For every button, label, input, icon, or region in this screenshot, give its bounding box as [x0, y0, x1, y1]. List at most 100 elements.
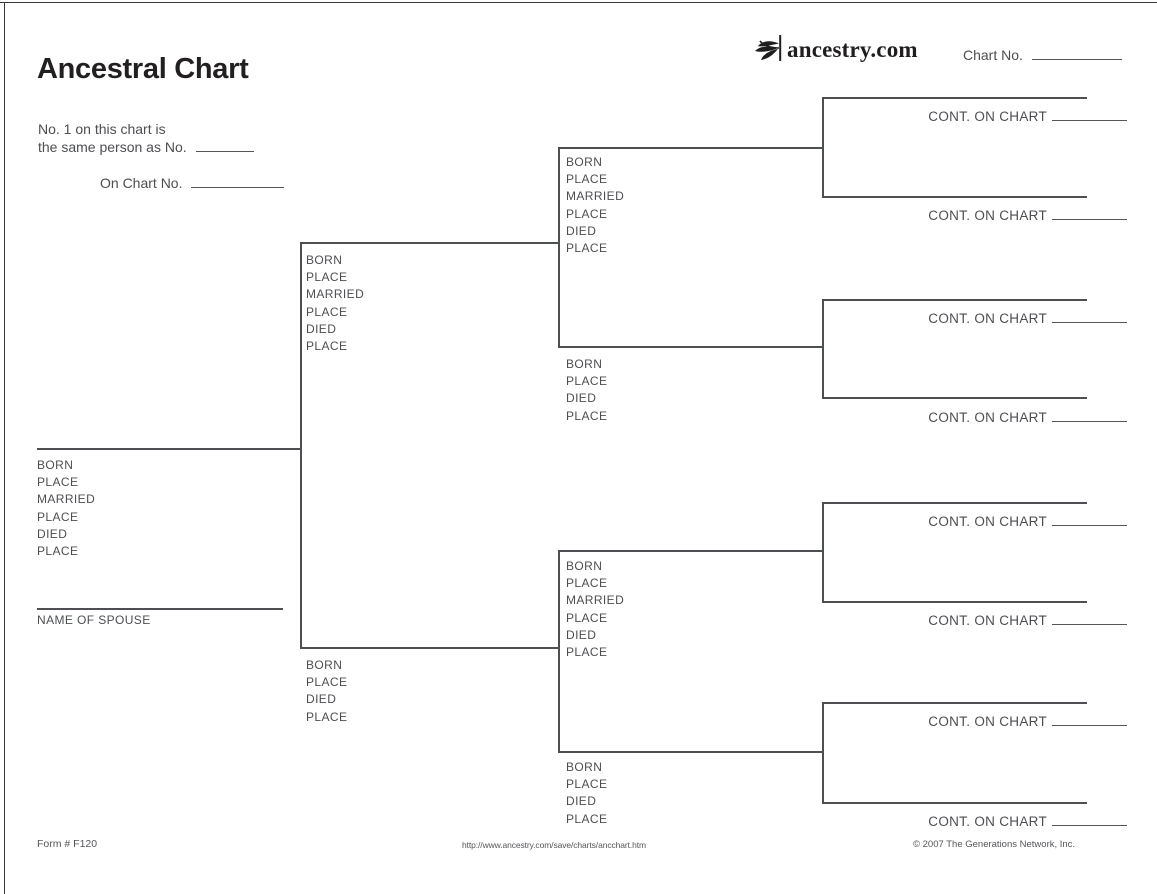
cont-on-chart-label: CONT. ON CHART: [928, 714, 1047, 729]
field-label: MARRIED: [566, 189, 625, 204]
name-line-grandparent-3: [558, 550, 824, 552]
field-label: MARRIED: [306, 287, 365, 302]
bracket-greatgrandparents-2: [822, 299, 824, 399]
field-label: DIED: [306, 692, 337, 707]
field-label: PLACE: [566, 645, 608, 660]
field-label: PLACE: [566, 811, 608, 826]
same-person-blank-line: [195, 139, 254, 152]
name-line-greatgrandparent-7: [822, 702, 1087, 704]
field-label: BORN: [306, 253, 343, 267]
leaf-icon: [752, 31, 784, 68]
name-line-greatgrandparent-6: [822, 601, 1087, 603]
field-label: DIED: [566, 627, 597, 642]
cont-on-chart-label: CONT. ON CHART: [928, 311, 1047, 326]
field-label: MARRIED: [566, 593, 625, 608]
cont-on-chart-7: CONT. ON CHART: [928, 713, 1127, 729]
grandparent-2-fields: BORN PLACE DIED PLACE: [566, 356, 607, 425]
cont-blank-line: [1052, 612, 1127, 625]
bracket-paternal-grandparents: [558, 147, 560, 348]
field-label: BORN: [566, 155, 603, 169]
field-label: PLACE: [566, 576, 608, 591]
name-line-greatgrandparent-4: [822, 397, 1087, 399]
instruction-line-1: No. 1 on this chart is: [38, 121, 166, 137]
cont-on-chart-label: CONT. ON CHART: [928, 613, 1047, 628]
instruction-line-2: the same person as No.: [38, 139, 284, 157]
field-label: BORN: [566, 760, 603, 774]
field-label: DIED: [306, 321, 337, 336]
cont-blank-line: [1052, 207, 1127, 220]
chart-no-label: Chart No.: [963, 47, 1023, 63]
cont-on-chart-label: CONT. ON CHART: [928, 208, 1047, 223]
footer-copyright: © 2007 The Generations Network, Inc.: [913, 839, 1076, 850]
field-label: PLACE: [566, 206, 608, 221]
cont-on-chart-1: CONT. ON CHART: [928, 108, 1127, 124]
name-line-greatgrandparent-1: [822, 97, 1087, 99]
field-label: PLACE: [566, 374, 608, 389]
field-label: PLACE: [566, 777, 608, 792]
name-line-greatgrandparent-3: [822, 299, 1087, 301]
bracket-maternal-grandparents: [558, 550, 560, 753]
name-line-greatgrandparent-5: [822, 502, 1087, 504]
cont-on-chart-5: CONT. ON CHART: [928, 513, 1127, 529]
field-label: DIED: [566, 391, 597, 406]
page-title: Ancestral Chart: [37, 53, 249, 86]
cont-blank-line: [1052, 409, 1127, 422]
field-label: PLACE: [566, 172, 608, 187]
field-label: DIED: [37, 526, 68, 541]
cont-on-chart-4: CONT. ON CHART: [928, 409, 1127, 425]
bracket-greatgrandparents-4: [822, 702, 824, 804]
field-label: PLACE: [306, 270, 348, 285]
field-label: PLACE: [306, 675, 348, 690]
cont-on-chart-6: CONT. ON CHART: [928, 612, 1127, 628]
name-line-grandparent-1: [558, 147, 824, 149]
field-label: BORN: [37, 458, 74, 472]
cont-on-chart-label: CONT. ON CHART: [928, 814, 1047, 829]
instruction-line-2-text: the same person as No.: [38, 138, 187, 155]
field-label: PLACE: [566, 241, 608, 256]
name-line-spouse: [37, 608, 283, 610]
cont-on-chart-3: CONT. ON CHART: [928, 310, 1127, 326]
chart-no-field: Chart No.: [963, 47, 1122, 63]
name-of-spouse-label: NAME OF SPOUSE: [37, 613, 151, 627]
cont-blank-line: [1052, 108, 1127, 121]
bracket-greatgrandparents-1: [822, 97, 824, 198]
logo-wordmark: ancestry.com: [787, 36, 918, 62]
field-label: MARRIED: [37, 492, 96, 507]
cont-on-chart-8: CONT. ON CHART: [928, 813, 1127, 829]
instruction-line-3: On Chart No.: [100, 175, 285, 193]
name-line-person-1: [37, 448, 300, 450]
cont-on-chart-label: CONT. ON CHART: [928, 410, 1047, 425]
name-line-father: [300, 242, 560, 244]
field-label: PLACE: [306, 709, 348, 724]
bracket-parents: [300, 242, 302, 649]
field-label: PLACE: [37, 509, 79, 524]
bracket-greatgrandparents-3: [822, 502, 824, 603]
cont-blank-line: [1052, 310, 1127, 323]
page-border-left: [4, 2, 6, 894]
field-label: BORN: [566, 559, 603, 573]
form-number: Form # F120: [37, 838, 98, 850]
instructions-block: No. 1 on this chart is the same person a…: [38, 121, 285, 193]
field-label: PLACE: [37, 544, 79, 559]
cont-on-chart-2: CONT. ON CHART: [928, 207, 1127, 223]
chart-no-blank-line: [1031, 47, 1122, 60]
cont-blank-line: [1052, 813, 1127, 826]
footer-url: http://www.ancestry.com/save/charts/ancc…: [462, 840, 647, 850]
field-label: DIED: [566, 223, 597, 238]
field-label: PLACE: [37, 475, 79, 490]
cont-blank-line: [1052, 713, 1127, 726]
name-line-grandparent-2: [558, 346, 824, 348]
cont-on-chart-label: CONT. ON CHART: [928, 514, 1047, 529]
cont-blank-line: [1052, 513, 1127, 526]
cont-on-chart-label: CONT. ON CHART: [928, 109, 1047, 124]
grandparent-1-fields: BORN PLACE MARRIED PLACE DIED PLACE: [566, 154, 624, 257]
field-label: PLACE: [566, 408, 608, 423]
field-label: BORN: [566, 357, 603, 371]
on-chart-blank-line: [191, 175, 285, 188]
field-label: PLACE: [306, 339, 348, 354]
